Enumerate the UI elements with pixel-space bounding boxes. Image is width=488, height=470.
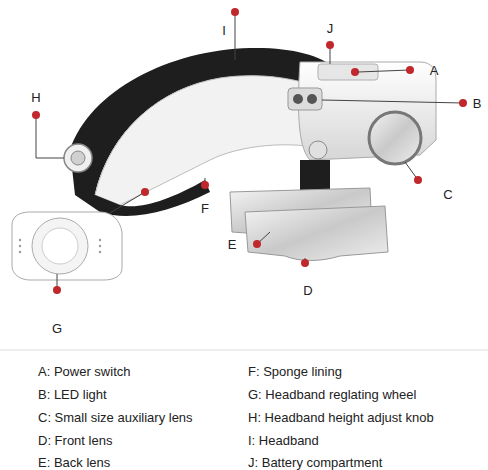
key-entry: F: Sponge lining bbox=[248, 364, 342, 379]
callout-letter: C bbox=[443, 187, 452, 202]
callout-letter: B bbox=[473, 96, 482, 111]
key-entry: H: Headband height adjust knob bbox=[248, 410, 434, 425]
callout-letter: G bbox=[52, 321, 62, 336]
key-entry: C: Small size auxiliary lens bbox=[38, 410, 193, 425]
key-entry: A: Power switch bbox=[38, 364, 130, 379]
key-entry: G: Headband reglating wheel bbox=[248, 387, 416, 402]
callout-letter: D bbox=[303, 283, 312, 298]
key-entry: I: Headband bbox=[248, 433, 319, 448]
callout-letter: I bbox=[222, 23, 226, 38]
callout-letter: E bbox=[228, 237, 237, 252]
key-entry: D: Front lens bbox=[38, 433, 112, 448]
callout-letter: J bbox=[327, 21, 334, 36]
key-entry: J: Battery compartment bbox=[248, 455, 382, 470]
key-entry: B: LED light bbox=[38, 387, 107, 402]
callout-letter: F bbox=[201, 201, 209, 216]
callout-letter: A bbox=[430, 63, 439, 78]
callout-letter: H bbox=[31, 90, 40, 105]
key-entry: E: Back lens bbox=[38, 455, 110, 470]
